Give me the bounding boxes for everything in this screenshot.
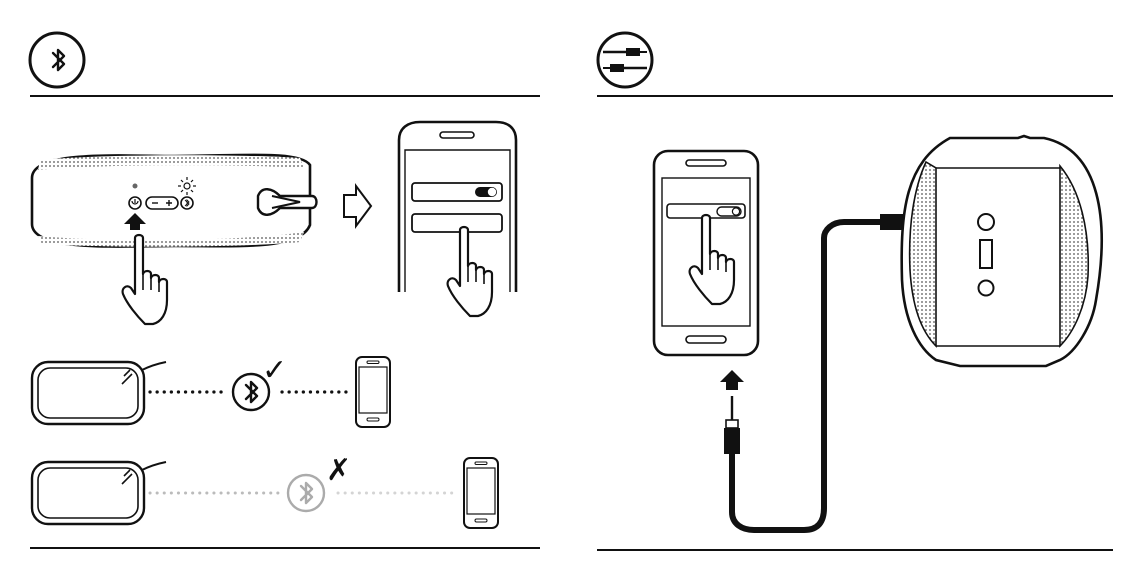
success-check-mark: ✓ <box>262 353 287 388</box>
aux-cable-icon <box>598 33 652 87</box>
connection-success: ✓ <box>32 353 390 427</box>
speaker-back-view <box>902 136 1102 366</box>
reset-port <box>979 281 994 296</box>
speaker-side-view <box>32 462 166 524</box>
bluetooth-icon <box>30 33 84 87</box>
device-list-entry <box>412 214 502 232</box>
charging-port <box>980 240 992 268</box>
phone-icon <box>356 357 390 427</box>
phone-settings-illustration <box>399 122 516 316</box>
phone-icon <box>464 458 498 528</box>
pointing-hand-icon <box>123 235 167 324</box>
volume-rocker <box>146 197 178 209</box>
aux-in-port <box>978 214 994 230</box>
bluetooth-toggle-on <box>412 183 502 201</box>
connection-failure: ✗ <box>32 453 498 528</box>
phone-settings-illustration <box>654 151 758 355</box>
speaker-top-view <box>32 155 317 247</box>
insert-arrow-icon <box>720 370 744 390</box>
aux-panel <box>597 33 1113 550</box>
bluetooth-button-icon <box>181 197 193 209</box>
next-step-arrow-icon <box>344 186 371 226</box>
power-button-icon <box>129 197 141 209</box>
aux-plug-loose <box>724 396 740 454</box>
speaker-side-view <box>32 362 166 424</box>
bluetooth-panel: ✓ ✗ <box>30 33 540 548</box>
bluetooth-faded-icon <box>288 475 324 511</box>
failure-cross-mark: ✗ <box>326 453 351 488</box>
